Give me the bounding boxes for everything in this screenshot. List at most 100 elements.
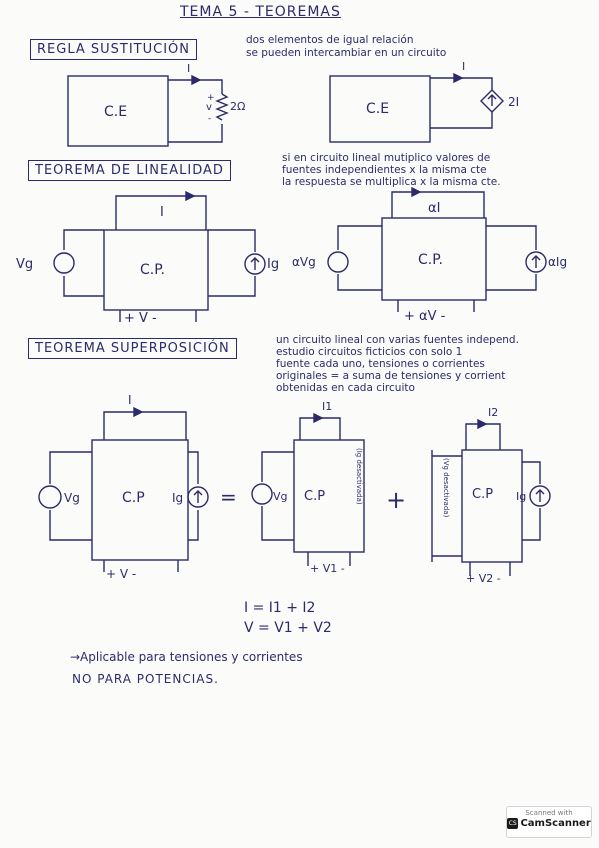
label-ig-sup-main: Ig xyxy=(172,491,183,505)
label-current-lin-left: I xyxy=(160,205,164,220)
isource-lin-right xyxy=(525,251,547,273)
sup-main-isrc-wires xyxy=(188,451,199,541)
sup-1-top-loop xyxy=(299,417,341,440)
arrow-current-sup-1 xyxy=(313,412,324,424)
arrow-current-sup-main xyxy=(133,406,144,418)
label-cp-sup-main: C.P xyxy=(122,490,145,506)
lin-right-vsrc-wires xyxy=(337,225,382,291)
ce-box-right xyxy=(329,75,431,143)
sustitucion-desc-1: dos elementos de igual relación xyxy=(246,34,414,46)
camscanner-brand: CS CamScanner xyxy=(507,818,591,829)
lin-left-top-loop xyxy=(115,195,207,230)
label-cp-sup-1: C.P xyxy=(304,489,325,504)
sup-2-terminals xyxy=(469,562,511,576)
isource-arrow-lin-left xyxy=(250,257,260,270)
sup-1-vsrc-wires xyxy=(261,451,294,541)
lin-left-terminals xyxy=(119,310,197,322)
sup-2-short-wire xyxy=(431,450,462,562)
superposicion-desc-3: fuente cada uno, tensiones o corrientes xyxy=(276,358,485,370)
arrow-current-left xyxy=(191,74,202,86)
label-voltage-sup-2: + V2 - xyxy=(466,572,501,585)
label-voltage-sup-1: + V1 - xyxy=(310,562,345,575)
label-equals: = xyxy=(220,485,237,509)
isource-arrow-lin-right xyxy=(531,255,541,268)
ce-left-wires xyxy=(168,79,223,143)
label-current-right: I xyxy=(462,60,465,73)
arrow-current-lin-right xyxy=(411,186,422,198)
label-dependent-source: 2I xyxy=(508,95,519,109)
sup-1-terminals xyxy=(307,552,351,566)
label-cp-lin-left: C.P. xyxy=(140,262,165,278)
note-applicable: →Aplicable para tensiones y corrientes xyxy=(70,650,303,664)
linealidad-desc-2: fuentes independientes x la misma cte xyxy=(282,164,487,176)
superposicion-desc-4: originales = a suma de tensiones y corri… xyxy=(276,370,506,382)
sup-main-vsrc-wires xyxy=(49,451,92,541)
sustitucion-desc-2: se pueden intercambiar en un circuito xyxy=(246,47,447,59)
label-voltage-sup-main: + V - xyxy=(106,567,136,581)
label-vg-off: (Vg desactivada) xyxy=(442,458,450,518)
label-ig-off: (Ig desactivada) xyxy=(355,448,363,505)
label-resistor: 2Ω xyxy=(230,100,245,113)
arrow-current-right xyxy=(453,72,464,84)
lin-right-isrc-wires xyxy=(486,225,537,291)
label-plus: + xyxy=(386,486,406,514)
label-ig-lin-right: αIg xyxy=(548,255,567,269)
page-title: TEMA 5 - TEOREMAS xyxy=(180,4,341,20)
vsource-sup-1 xyxy=(251,483,273,505)
equation-voltage: V = V1 + V2 xyxy=(244,620,332,636)
vsource-lin-right xyxy=(327,251,349,273)
cp-box-sup-2 xyxy=(461,449,523,563)
sup-main-top-loop xyxy=(103,411,187,440)
label-ce-right: C.E xyxy=(366,101,389,117)
sup-2-top-loop xyxy=(465,423,501,450)
note-no-power: NO PARA POTENCIAS. xyxy=(72,672,219,686)
resistor-2ohm xyxy=(215,93,229,121)
cp-box-lin-right xyxy=(381,217,487,301)
camscanner-name: CamScanner xyxy=(520,818,591,829)
label-ig-sup-2: Ig xyxy=(516,490,526,503)
label-current-sup-main: I xyxy=(128,393,132,407)
equation-current: I = I1 + I2 xyxy=(244,600,316,616)
superposicion-desc-1: un circuito lineal con varias fuentes in… xyxy=(276,334,519,346)
label-current-lin-right: αI xyxy=(428,201,440,216)
lin-left-vsrc-wires xyxy=(63,229,104,297)
label-ce-left: C.E xyxy=(104,104,127,120)
vsource-lin-left xyxy=(53,252,75,274)
arrow-current-lin-left xyxy=(185,190,196,202)
vsource-sup-main xyxy=(38,485,62,509)
label-cp-sup-2: C.P xyxy=(472,487,493,502)
label-current-left: I xyxy=(187,62,190,75)
ce-right-wires xyxy=(430,77,493,129)
label-vg-lin-right: αVg xyxy=(292,255,316,269)
isource-sup-2 xyxy=(529,485,551,507)
label-current-sup-2: I2 xyxy=(488,406,498,419)
sup-2-isrc-wires xyxy=(522,461,541,541)
dependent-source-diamond xyxy=(480,89,504,113)
isource-sup-main xyxy=(187,486,209,508)
label-cp-lin-right: C.P. xyxy=(418,252,443,268)
label-vg-sup-1: Vg xyxy=(273,490,288,503)
label-ig-lin-left: Ig xyxy=(267,257,279,272)
lin-right-top-loop xyxy=(391,191,485,218)
label-current-sup-1: I1 xyxy=(322,400,332,413)
label-vplus: + xyxy=(207,93,215,103)
isource-arrow-sup-2 xyxy=(535,489,545,502)
label-voltage: v xyxy=(206,102,212,113)
sup-main-terminals xyxy=(103,560,179,572)
camscanner-logo-icon: CS xyxy=(507,818,519,829)
heading-regla-sustitucion: REGLA SUSTITUCIÓN xyxy=(30,39,198,60)
lin-right-terminals xyxy=(397,300,475,312)
scanned-with-text: Scanned with xyxy=(525,809,573,817)
label-voltage-lin-left: + V - xyxy=(124,311,157,326)
heading-teorema-superposicion: TEOREMA SUPERPOSICIÓN xyxy=(28,338,237,359)
label-vminus: - xyxy=(208,114,211,124)
superposicion-desc-2: estudio circuitos ficticios con solo 1 xyxy=(276,346,463,358)
isource-lin-left xyxy=(244,253,266,275)
superposicion-desc-5: obtenidas en cada circuito xyxy=(276,382,415,394)
label-vg-sup-main: Vg xyxy=(64,491,80,505)
linealidad-desc-3: la respuesta se multiplica x la misma ct… xyxy=(282,176,501,188)
label-voltage-lin-right: + αV - xyxy=(404,309,446,324)
camscanner-watermark: Scanned with CS CamScanner xyxy=(506,806,592,838)
